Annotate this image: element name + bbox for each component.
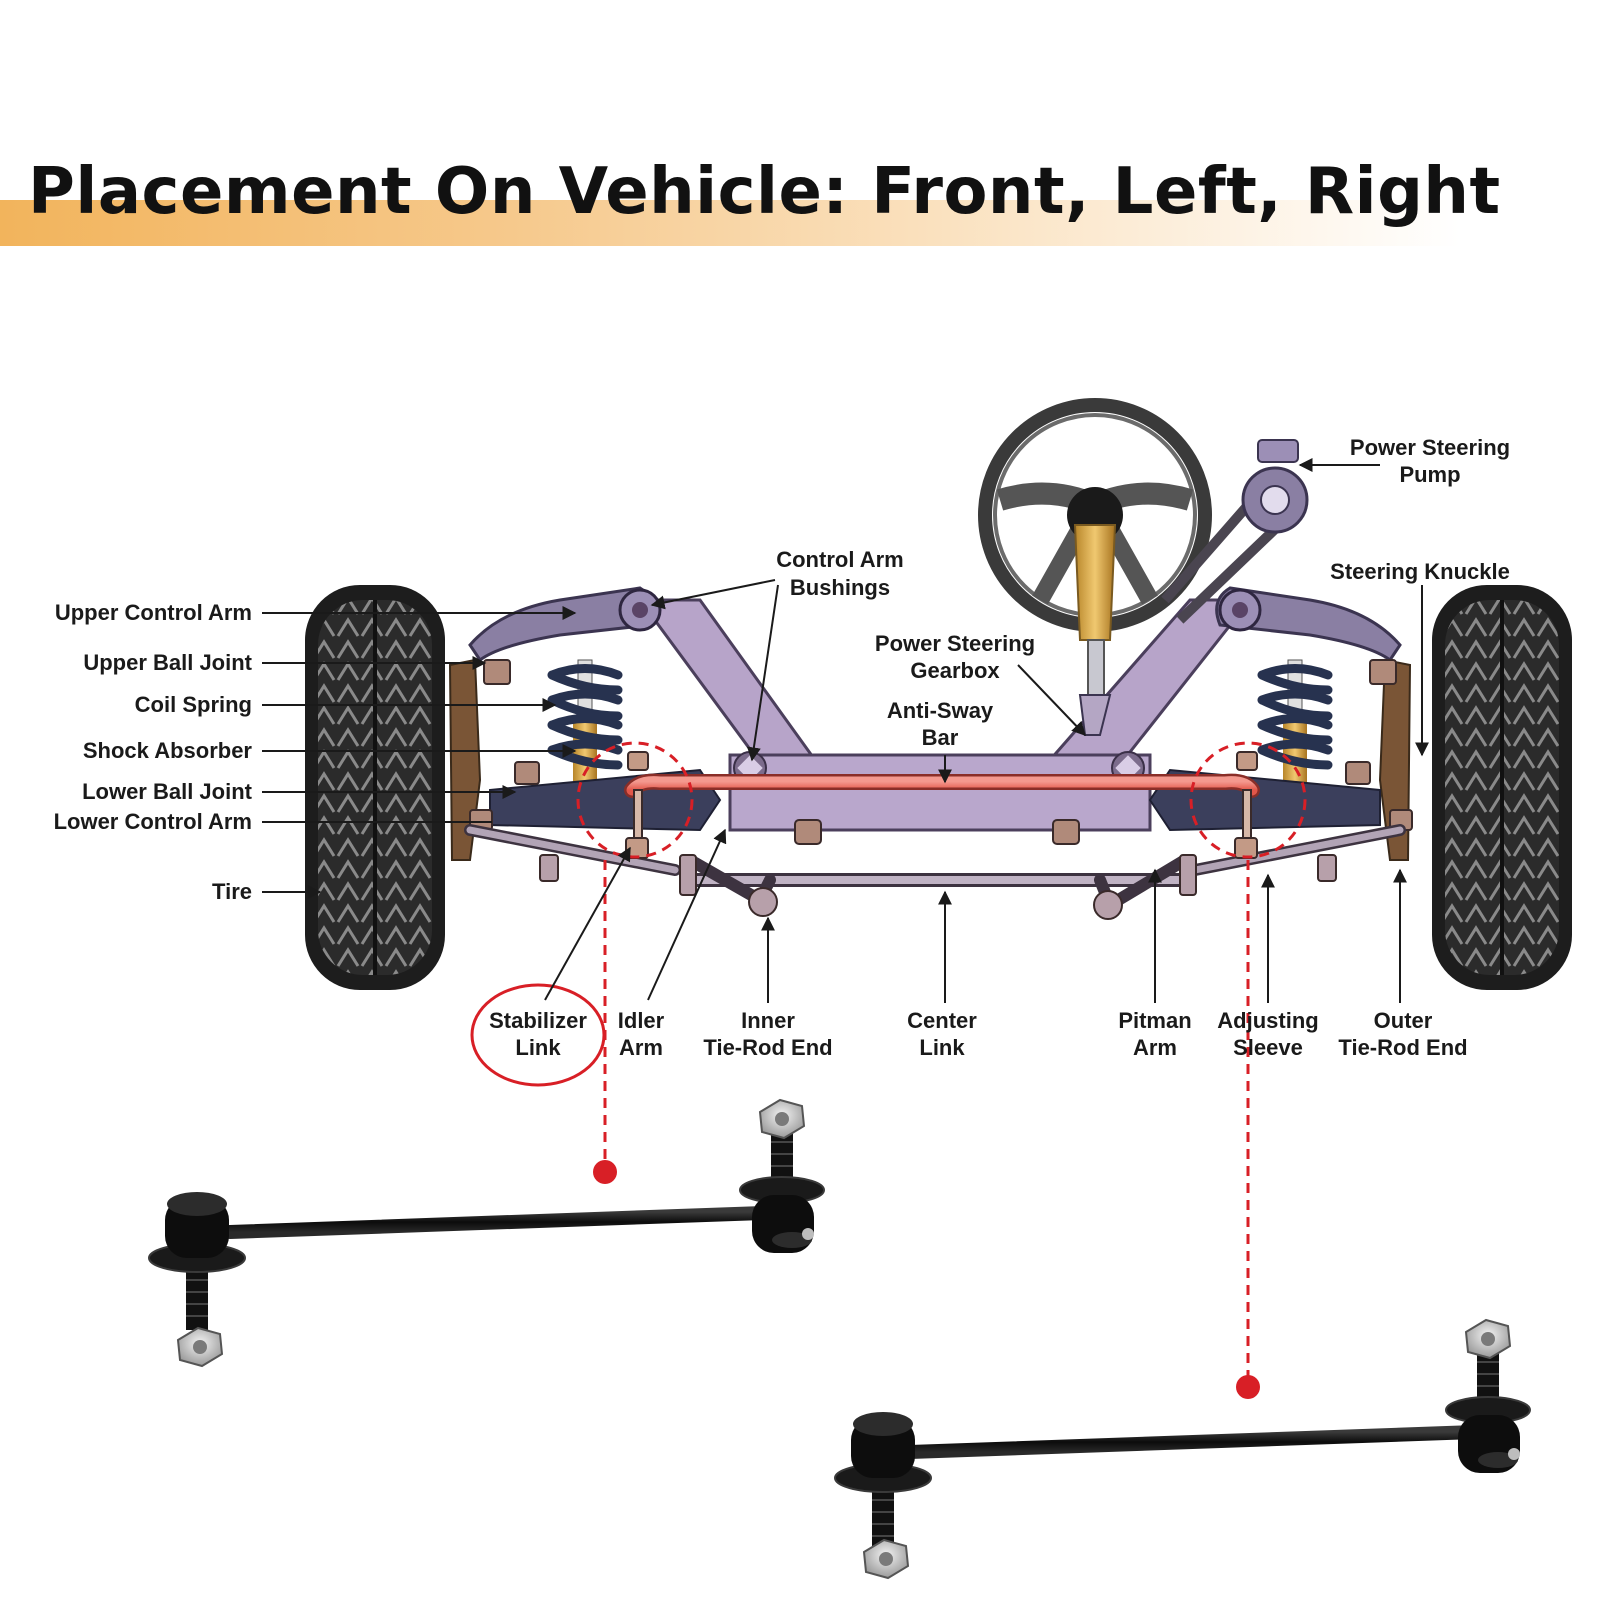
steering-linkage	[464, 824, 1406, 914]
label-anti-sway-bar-2: Bar	[922, 725, 959, 750]
linkage-joints	[539, 854, 1337, 920]
vehicle-stabilizer-links	[625, 751, 1258, 859]
label-adjusting-sleeve-2: Sleeve	[1233, 1035, 1303, 1060]
right-coil-spring-assembly	[1257, 659, 1333, 791]
page-title: Placement On Vehicle: Front, Left, Right	[28, 155, 1501, 229]
label-power-steering-gearbox-2: Gearbox	[910, 658, 1000, 683]
product-stabilizer-link-right	[834, 1318, 1531, 1580]
right-tire	[1432, 585, 1572, 990]
label-shock-absorber: Shock Absorber	[83, 738, 253, 763]
label-inner-tie-rod-1: Inner	[741, 1008, 795, 1033]
label-adjusting-sleeve-1: Adjusting	[1217, 1008, 1318, 1033]
stabilizer-link-label-circle	[470, 983, 606, 1087]
label-coil-spring: Coil Spring	[135, 692, 252, 717]
label-idler-arm-2: Arm	[619, 1035, 663, 1060]
title-highlight-band	[0, 200, 1460, 246]
label-inner-tie-rod-2: Tie-Rod End	[703, 1035, 832, 1060]
label-tire: Tire	[212, 879, 252, 904]
label-lower-control-arm: Lower Control Arm	[54, 809, 252, 834]
label-control-arm-bushings-2: Bushings	[790, 575, 890, 600]
steering-column	[1073, 524, 1117, 736]
label-outer-tie-rod-2: Tie-Rod End	[1338, 1035, 1467, 1060]
product-stabilizer-link-left	[148, 1098, 825, 1368]
left-tire	[305, 585, 445, 990]
label-power-steering-gearbox-1: Power Steering	[875, 631, 1035, 656]
label-outer-tie-rod-1: Outer	[1374, 1008, 1433, 1033]
anti-sway-bar	[624, 773, 1260, 798]
label-stabilizer-link-2: Link	[515, 1035, 561, 1060]
left-link-marker-dot	[593, 1160, 617, 1184]
label-upper-ball-joint: Upper Ball Joint	[83, 650, 252, 675]
label-idler-arm-1: Idler	[618, 1008, 665, 1033]
subframe	[637, 598, 1254, 832]
power-steering-pump	[1161, 439, 1309, 624]
label-pitman-arm-1: Pitman	[1118, 1008, 1191, 1033]
right-link-marker-dot	[1236, 1375, 1260, 1399]
label-power-steering-pump-1: Power Steering	[1350, 435, 1510, 460]
left-coil-spring-assembly	[547, 659, 623, 791]
label-steering-knuckle: Steering Knuckle	[1330, 559, 1510, 584]
label-control-arm-bushings-1: Control Arm	[776, 547, 904, 572]
label-center-link-1: Center	[907, 1008, 977, 1033]
label-stabilizer-link-1: Stabilizer	[489, 1008, 587, 1033]
label-power-steering-pump-2: Pump	[1399, 462, 1460, 487]
label-lower-ball-joint: Lower Ball Joint	[82, 779, 253, 804]
label-center-link-2: Link	[919, 1035, 965, 1060]
stabilizer-link-highlights	[576, 741, 1307, 1385]
label-pitman-arm-2: Arm	[1133, 1035, 1177, 1060]
label-upper-control-arm: Upper Control Arm	[55, 600, 252, 625]
right-upper-control-arm	[1215, 586, 1402, 663]
label-anti-sway-bar-1: Anti-Sway	[887, 698, 994, 723]
leader-lines	[262, 458, 1429, 1003]
